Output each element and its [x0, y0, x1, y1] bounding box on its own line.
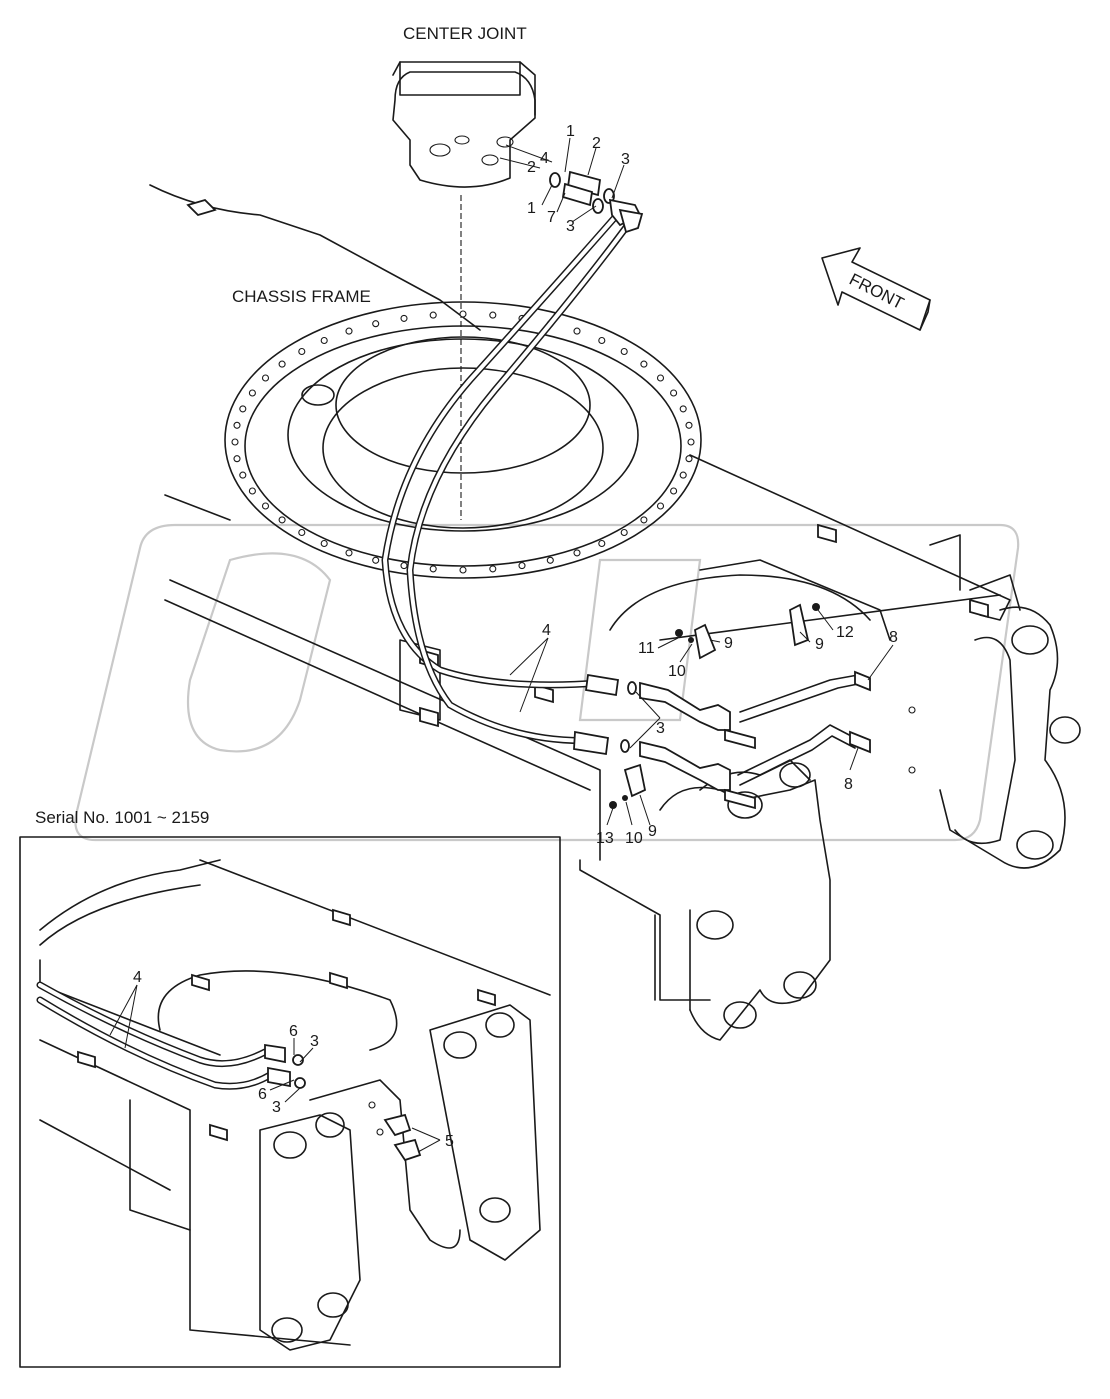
bolt-hole: [261, 502, 270, 510]
bolt-hole: [233, 421, 241, 429]
bolt-hole: [620, 347, 628, 356]
bolt-hole: [400, 562, 408, 570]
callout-1: 1: [527, 200, 536, 217]
inset-frame: [19, 836, 561, 1368]
bolt-hole: [459, 566, 467, 574]
callout-4: 4: [540, 150, 549, 167]
bolt-hole: [239, 405, 247, 413]
bolt-hole: [518, 562, 526, 570]
bolt-hole: [598, 539, 606, 548]
inset-drawing: [36, 859, 551, 1351]
callout-10: 10: [668, 663, 686, 680]
right-pipe-assembly: [573, 603, 916, 810]
bolt-hole: [372, 320, 380, 328]
watermark-outline: [74, 523, 1020, 842]
bolt-hole: [640, 516, 648, 524]
bolt-hole: [278, 516, 286, 524]
callout-2: 2: [527, 159, 536, 176]
front-arrow: [821, 247, 931, 331]
callout-1: 1: [566, 123, 575, 140]
bolt-hole: [429, 311, 437, 319]
bolt-hole: [687, 438, 695, 446]
callout-3: 3: [310, 1033, 319, 1050]
bolt-hole: [320, 539, 328, 548]
callout-4: 4: [542, 622, 551, 639]
leader-lines: [109, 137, 894, 1153]
bolt-hole: [640, 360, 648, 368]
bolt-hole: [685, 455, 693, 463]
callout-4: 4: [133, 969, 142, 986]
bolt-hole: [670, 389, 678, 397]
front-label: FRONT: [846, 270, 907, 314]
callout-3: 3: [566, 218, 575, 235]
callout-2: 2: [592, 135, 601, 152]
center-joint: [392, 61, 536, 520]
callout-3: 3: [621, 151, 630, 168]
bolt-hole: [620, 528, 628, 537]
bolt-hole: [261, 374, 270, 382]
bolt-hole: [298, 528, 306, 537]
center-joint-fittings: [549, 170, 644, 234]
bolt-hole: [685, 421, 693, 429]
callout-12: 12: [836, 624, 854, 641]
bolt-hole: [656, 374, 665, 382]
callout-7: 7: [547, 209, 556, 226]
callout-3: 3: [656, 720, 665, 737]
chassis-frame-label: CHASSIS FRAME: [232, 287, 371, 306]
bolt-hole: [573, 549, 581, 557]
callout-11: 11: [638, 640, 655, 657]
main-hoses: [381, 211, 634, 745]
bolt-hole: [429, 565, 437, 573]
bolt-hole: [320, 336, 328, 345]
bolt-hole: [598, 336, 606, 345]
serial-range-label: Serial No. 1001 ~ 2159: [35, 808, 209, 827]
callout-8: 8: [844, 776, 853, 793]
bolt-hole: [239, 471, 247, 479]
callout-9: 9: [815, 636, 824, 653]
bolt-hole: [679, 471, 687, 479]
bolt-hole: [278, 360, 286, 368]
bolt-hole: [233, 455, 241, 463]
bolt-hole: [345, 549, 353, 557]
swing-bearing-ring: [224, 301, 702, 579]
callout-6: 6: [258, 1086, 267, 1103]
bolt-hole: [372, 556, 380, 564]
callout-10: 10: [625, 830, 643, 847]
bolt-hole: [656, 502, 665, 510]
bolt-hole: [345, 327, 353, 335]
bolt-hole: [248, 389, 256, 397]
bolt-hole: [670, 487, 678, 495]
bolt-hole: [489, 565, 497, 573]
callout-8: 8: [889, 629, 898, 646]
bolt-hole: [400, 314, 408, 322]
bolt-hole: [248, 487, 256, 495]
bolt-hole: [231, 438, 239, 446]
bolt-hole: [489, 311, 497, 319]
callout-5: 5: [445, 1133, 454, 1150]
undercarriage-frame: [164, 454, 1021, 1001]
callout-9: 9: [724, 635, 733, 652]
callout-9: 9: [648, 823, 657, 840]
bolt-hole: [573, 327, 581, 335]
outrigger-links: [654, 606, 1081, 1041]
bolt-hole: [298, 347, 306, 356]
center-joint-label: CENTER JOINT: [403, 24, 527, 43]
callout-3: 3: [272, 1099, 281, 1116]
callout-13: 13: [596, 830, 614, 847]
bolt-hole: [679, 405, 687, 413]
bolt-hole: [459, 310, 467, 318]
bolt-hole: [546, 556, 554, 564]
callout-6: 6: [289, 1023, 298, 1040]
